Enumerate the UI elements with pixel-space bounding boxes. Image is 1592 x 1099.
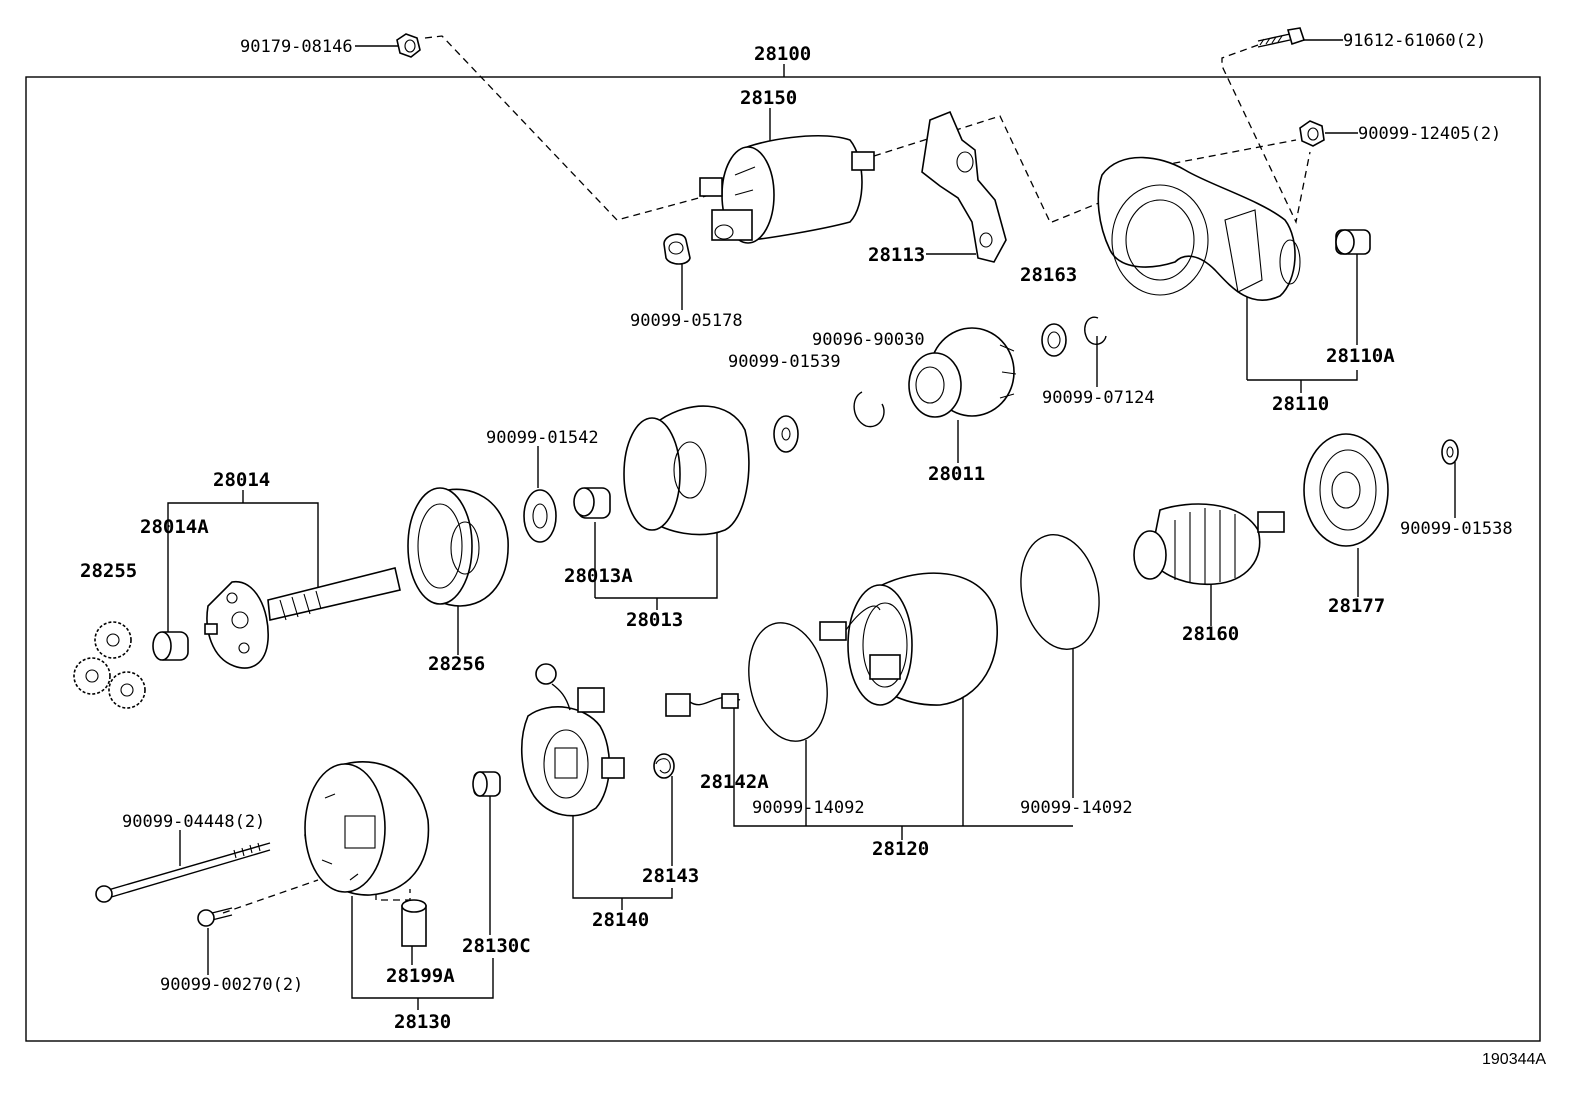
bolt-91612-61060 [1257,27,1306,48]
leader-lines [167,39,1456,1010]
label-28255: 28255 [80,560,137,582]
solenoid-28150 [699,135,875,244]
label-91612-61060: 91612-61060(2) [1343,31,1486,51]
label-28143: 28143 [642,865,699,887]
label-90099-05178: 90099-05178 [630,311,743,331]
label-90179-08146: 90179-08146 [240,37,353,57]
snap-ring-90099-07124 [1084,316,1107,345]
diagram-reference-code: 190344A [1482,1051,1546,1068]
washer-28163 [1041,323,1067,357]
brush-holder-28140 [520,663,625,817]
washer-90099-01542 [523,489,557,543]
bushing-28110A [1335,229,1371,255]
screw-90099-00270 [197,907,233,927]
label-28120: 28120 [872,838,929,860]
label-28013A: 28013A [564,565,633,587]
label-90099-01542: 90099-01542 [486,428,599,448]
bushing-28014A [152,631,189,661]
label-90099-00270: 90099-00270(2) [160,975,303,995]
o-ring-90099-14092-a [748,622,828,742]
housing-28110 [1097,156,1301,302]
label-28110: 28110 [1272,393,1329,415]
label-90096-90030: 90096-90030 [812,330,925,350]
assembly-frame [25,76,1541,1042]
clutch-28011 [908,327,1017,418]
label-90099-01538: 90099-01538 [1400,519,1513,539]
label-90099-14092-a: 90099-14092 [752,798,865,818]
label-28256: 28256 [428,653,485,675]
lever-28113 [921,110,1007,263]
label-90099-14092-b: 90099-14092 [1020,798,1133,818]
yoke-28120 [819,572,998,706]
label-90099-01539: 90099-01539 [728,352,841,372]
label-28100: 28100 [754,43,811,65]
planetary-housing-28013 [623,405,750,536]
ring-90096-90030 [853,391,885,428]
label-28150: 28150 [740,87,797,109]
label-28163: 28163 [1020,264,1077,286]
label-28140: 28140 [592,909,649,931]
planetary-gears-28255 [73,621,146,709]
bushing-28013A [573,487,611,519]
end-plate-28177 [1303,433,1389,547]
label-28014A: 28014A [140,516,209,538]
end-frame-28130 [304,761,430,896]
nut-90099-12405 [1299,120,1325,147]
brush-28142A [665,693,741,717]
label-28130: 28130 [394,1011,451,1033]
label-90099-12405: 90099-12405(2) [1358,124,1501,144]
spring-28143 [653,753,675,779]
washer-90099-01538 [1441,439,1459,465]
label-28013: 28013 [626,609,683,631]
label-90099-07124: 90099-07124 [1042,388,1155,408]
label-28110A: 28110A [1326,345,1395,367]
boot-90099-05178 [663,233,691,265]
label-28177: 28177 [1328,595,1385,617]
label-90099-04448: 90099-04448(2) [122,812,265,832]
label-28113: 28113 [868,244,925,266]
washer-90099-01539 [773,415,799,453]
label-28011: 28011 [928,463,985,485]
label-28142A: 28142A [700,771,769,793]
part-labels: 90179-08146 28100 91612-61060(2) 28150 9… [80,31,1546,1068]
label-28014: 28014 [213,469,270,491]
nut-90179-08146 [396,33,421,58]
internal-gear-28256 [407,487,509,607]
plug-28199A [401,899,427,947]
label-28160: 28160 [1182,623,1239,645]
armature-28160 [1133,503,1285,586]
bushing-28130C [472,771,501,797]
label-28130C: 28130C [462,935,531,957]
shaft-28014 [204,567,401,669]
o-ring-90099-14092-b [1020,534,1100,650]
label-28199A: 28199A [386,965,455,987]
through-bolt-90099-04448 [95,842,271,903]
